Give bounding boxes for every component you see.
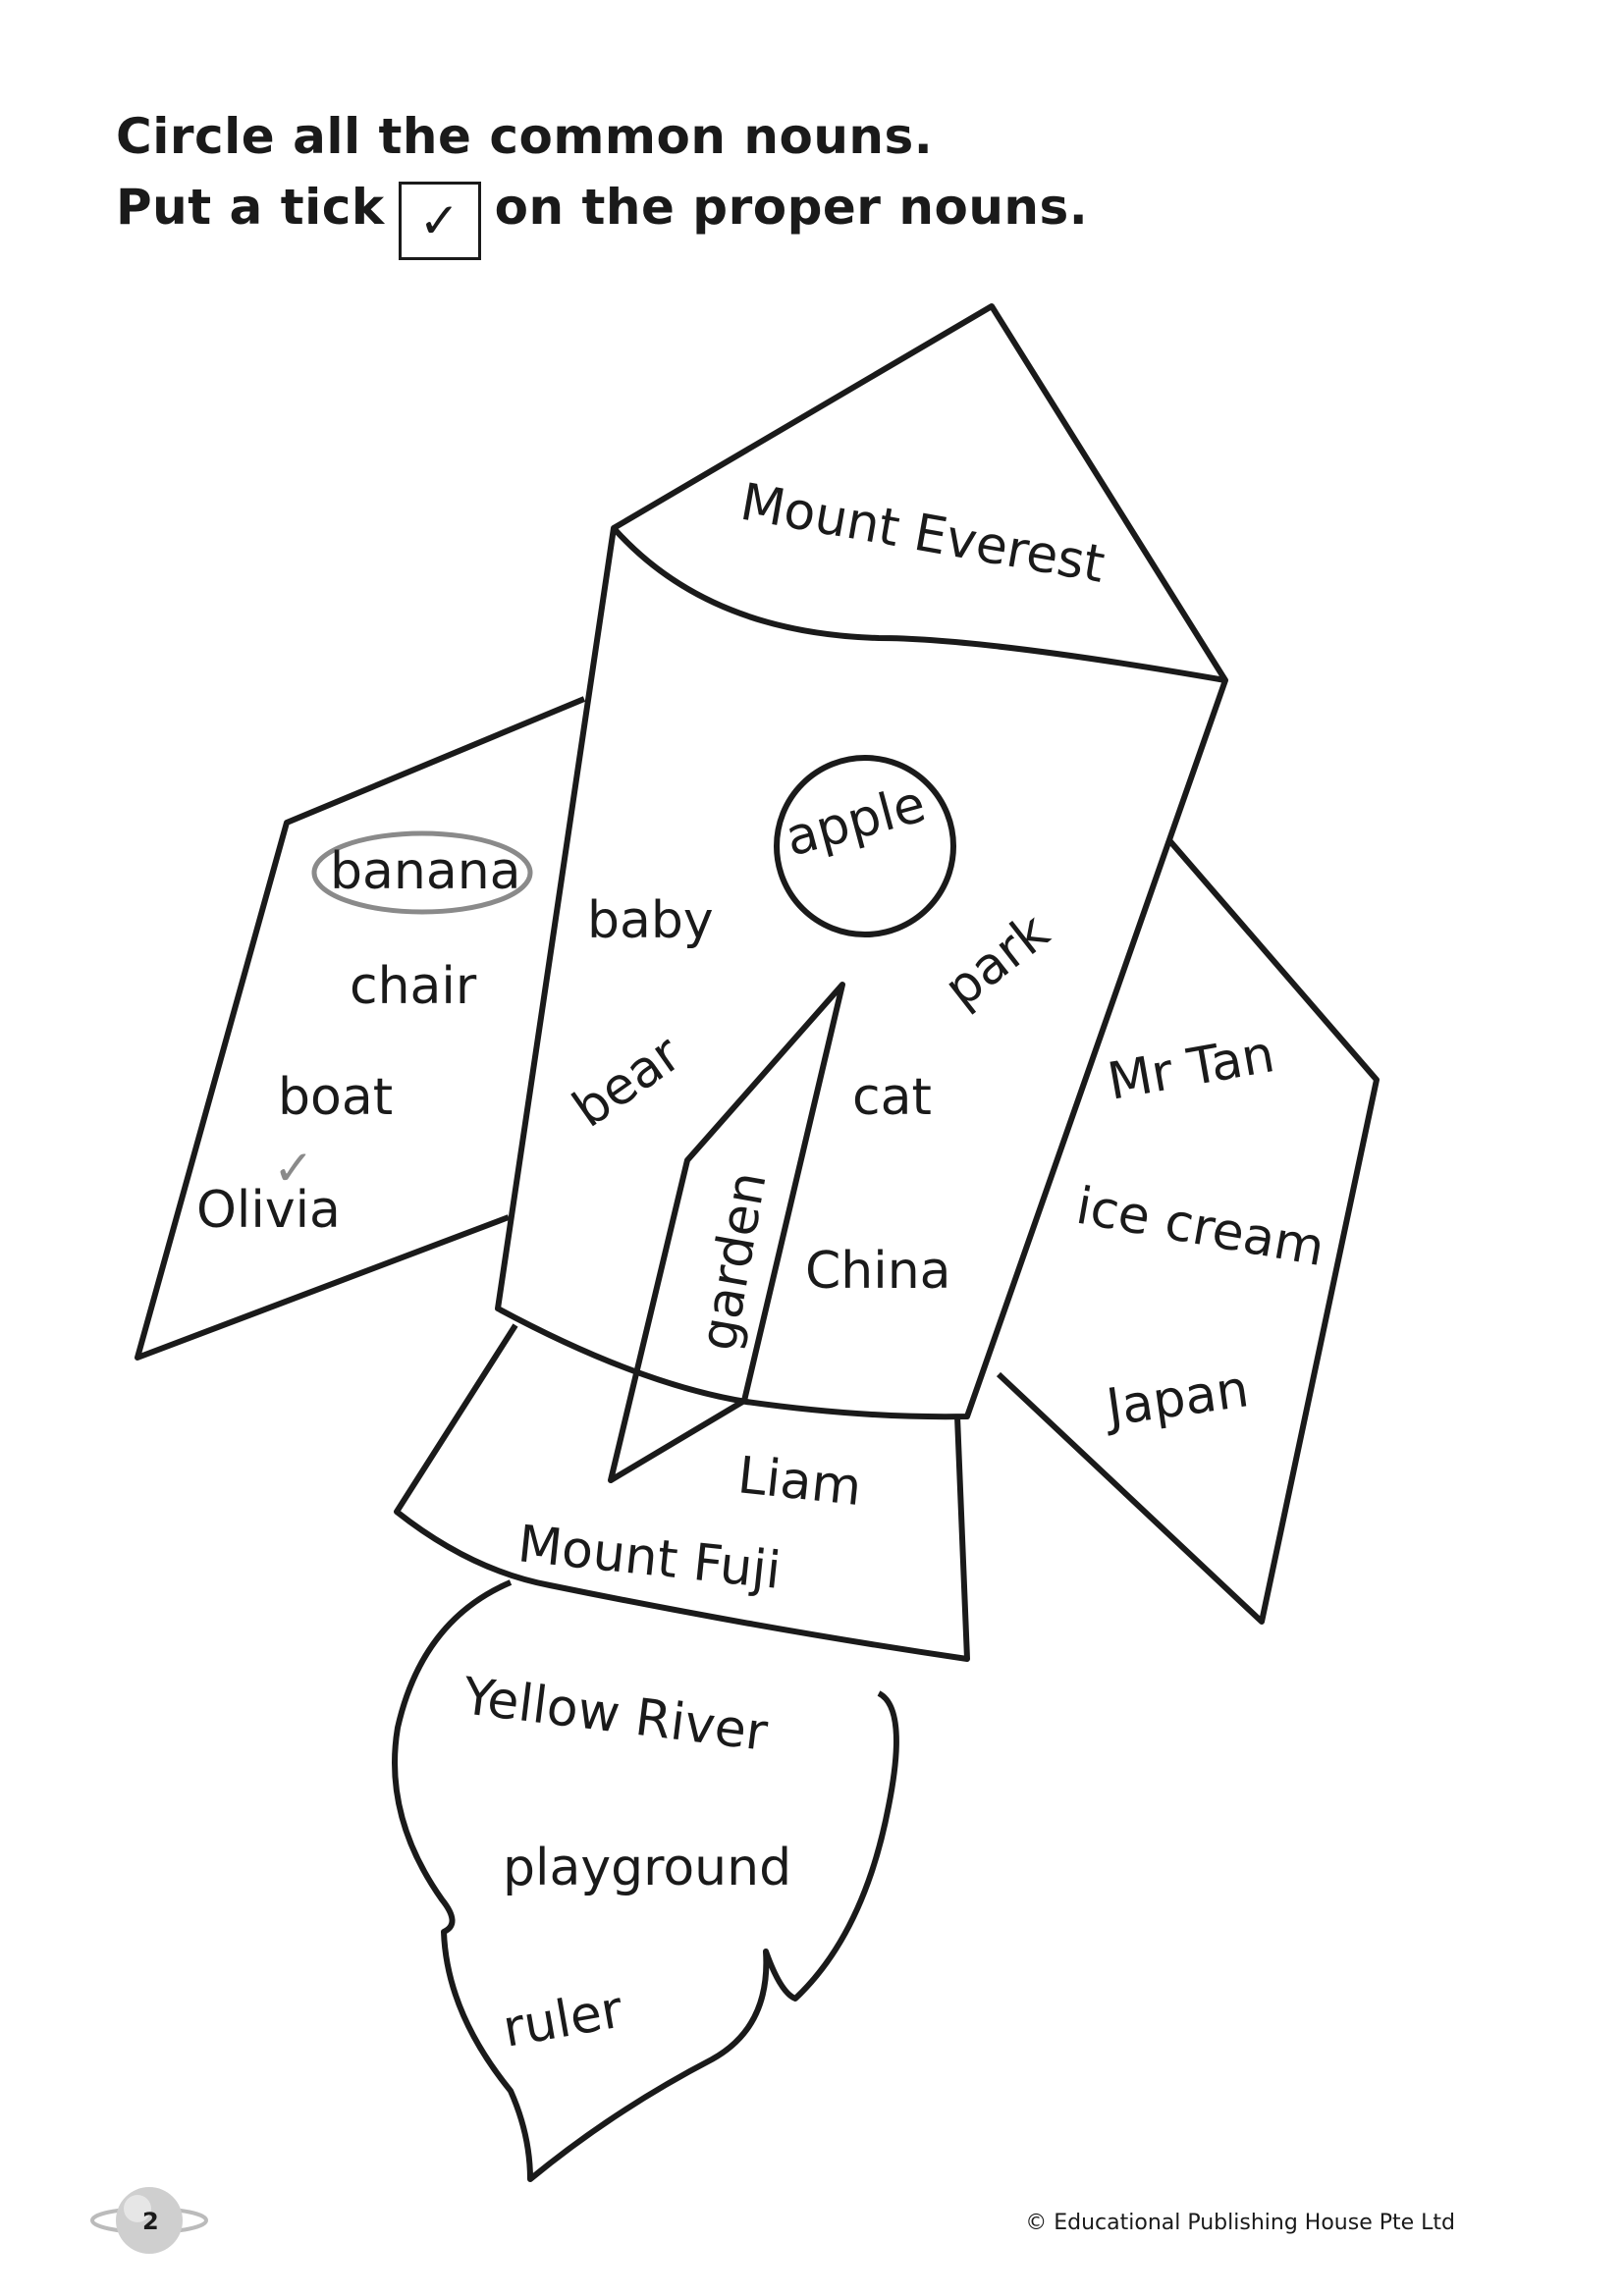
word-japan[interactable]: Japan [1100, 1360, 1252, 1438]
inner-fin-outline [608, 982, 845, 1483]
instruction-line-2: Put a tick✓on the proper nouns. [116, 179, 1088, 260]
word-yellow-river[interactable]: Yellow River [459, 1667, 771, 1763]
apple-circle [774, 755, 956, 937]
word-park[interactable]: park [934, 902, 1060, 1019]
olivia-tick-icon: ✓ [273, 1140, 314, 1197]
word-china[interactable]: China [805, 1242, 951, 1301]
word-playground[interactable]: playground [503, 1839, 791, 1897]
word-bear[interactable]: bear [563, 1024, 692, 1139]
left-fin-outline [135, 696, 586, 1361]
word-cat[interactable]: cat [852, 1068, 932, 1127]
page-number: 2 [142, 2208, 159, 2235]
word-garden[interactable]: garden [689, 1167, 779, 1355]
word-banana[interactable]: banana [330, 842, 521, 901]
instruction-text-1: Circle all the common nouns. [116, 108, 934, 165]
word-chair[interactable]: chair [350, 957, 477, 1016]
nose-cone-outline [611, 303, 1228, 683]
word-baby[interactable]: baby [587, 891, 714, 950]
nozzle-outline [394, 1323, 970, 1662]
word-olivia[interactable]: Olivia [196, 1181, 341, 1240]
flame-outline [392, 1579, 899, 2182]
copyright-text: © Educational Publishing House Pte Ltd [1025, 2211, 1455, 2235]
word-boat[interactable]: boat [278, 1068, 393, 1127]
tick-box-icon: ✓ [398, 182, 481, 260]
word-apple[interactable]: apple [780, 774, 932, 868]
banana-example-circle [311, 830, 533, 915]
word-liam[interactable]: Liam [735, 1446, 865, 1518]
word-ice-cream[interactable]: ice cream [1072, 1177, 1328, 1278]
word-mount-everest[interactable]: Mount Everest [736, 473, 1110, 595]
right-fin-outline [996, 837, 1380, 1625]
instruction-line-1: Circle all the common nouns. [116, 108, 933, 165]
instruction-text-2a: Put a tick [116, 179, 385, 236]
word-ruler[interactable]: ruler [499, 1980, 627, 2058]
instruction-text-2b: on the proper nouns. [494, 179, 1089, 236]
word-mr-tan[interactable]: Mr Tan [1104, 1025, 1279, 1112]
page-number-planet-icon [90, 2187, 208, 2254]
